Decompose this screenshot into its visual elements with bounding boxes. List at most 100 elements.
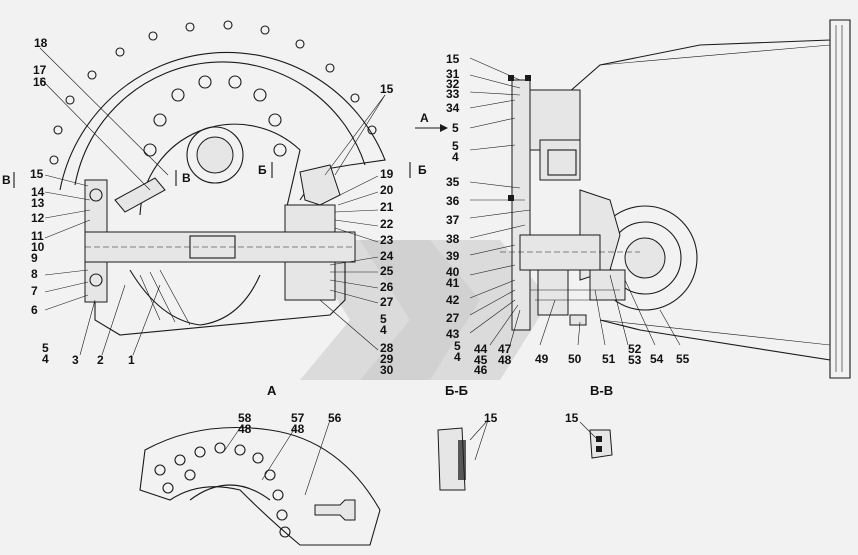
section-marker-b-right: Б bbox=[409, 162, 427, 178]
part-label-58: 58 bbox=[238, 411, 252, 425]
part-label-54: 54 bbox=[650, 352, 664, 366]
svg-text:Б: Б bbox=[418, 163, 427, 177]
left-bearing-lower bbox=[84, 261, 108, 303]
part-label-15: 15 bbox=[446, 52, 460, 66]
view-a-arrow: А bbox=[415, 111, 448, 132]
detail-view-vv bbox=[579, 421, 613, 459]
part-label-24: 24 bbox=[380, 249, 394, 263]
part-label-7: 7 bbox=[31, 284, 38, 298]
flange-stack bbox=[511, 79, 531, 331]
right-bearing-lower bbox=[284, 261, 336, 301]
part-label-55: 55 bbox=[676, 352, 690, 366]
part-label-5: 5 bbox=[454, 339, 461, 353]
view-title-bb: Б-Б bbox=[445, 383, 468, 398]
part-label-28: 28 bbox=[380, 341, 394, 355]
part-label-15: 15 bbox=[565, 411, 579, 425]
part-label-2: 2 bbox=[97, 353, 104, 367]
part-label-25: 25 bbox=[380, 264, 394, 278]
part-label-49: 49 bbox=[535, 352, 549, 366]
part-label-32: 32 bbox=[446, 77, 460, 91]
part-label-40: 40 bbox=[446, 265, 460, 279]
part-label-38: 38 bbox=[446, 232, 460, 246]
part-label-15: 15 bbox=[380, 82, 394, 96]
detail-view-a bbox=[139, 419, 381, 546]
part-label-6: 6 bbox=[31, 303, 38, 317]
part-label-22: 22 bbox=[380, 217, 394, 231]
part-label-27: 27 bbox=[380, 295, 394, 309]
part-label-30: 30 bbox=[380, 363, 394, 377]
part-label-18: 18 bbox=[34, 36, 48, 50]
output-shaft bbox=[519, 234, 601, 271]
section-marker-v-right: В bbox=[175, 170, 191, 186]
part-label-34: 34 bbox=[446, 101, 460, 115]
part-label-1: 1 bbox=[128, 353, 135, 367]
section-marker-b-left: Б bbox=[258, 162, 273, 178]
part-label-36: 36 bbox=[446, 194, 460, 208]
part-label-37: 37 bbox=[446, 213, 460, 227]
view-a-bolts bbox=[154, 442, 291, 538]
svg-text:В: В bbox=[2, 173, 11, 187]
part-label-51: 51 bbox=[602, 352, 616, 366]
part-label-43: 43 bbox=[446, 327, 460, 341]
svg-text:В: В bbox=[182, 171, 191, 185]
part-label-46: 46 bbox=[474, 363, 488, 377]
part-label-21: 21 bbox=[380, 200, 394, 214]
part-label-11: 11 bbox=[31, 229, 44, 243]
part-label-17: 17 bbox=[33, 63, 47, 77]
part-label-57: 57 bbox=[291, 411, 305, 425]
view-title-vv: В-В bbox=[590, 383, 613, 398]
detail-view-bb bbox=[437, 419, 489, 491]
part-label-47: 47 bbox=[498, 342, 512, 356]
part-label-39: 39 bbox=[446, 249, 460, 263]
part-label-56: 56 bbox=[328, 411, 342, 425]
part-label-35: 35 bbox=[446, 175, 460, 189]
svg-text:Б: Б bbox=[258, 163, 267, 177]
cover-bolt-holes bbox=[49, 20, 377, 165]
part-label-31: 31 bbox=[446, 67, 460, 81]
part-label-48: 48 bbox=[238, 422, 252, 436]
part-label-4: 4 bbox=[42, 352, 49, 366]
part-label-26: 26 bbox=[380, 280, 394, 294]
part-label-41: 41 bbox=[446, 276, 460, 290]
part-label-23: 23 bbox=[380, 233, 394, 247]
part-label-45: 45 bbox=[474, 353, 488, 367]
part-label-33: 33 bbox=[446, 87, 460, 101]
part-label-5: 5 bbox=[42, 341, 49, 355]
part-label-48: 48 bbox=[291, 422, 305, 436]
left-leaders bbox=[39, 47, 386, 356]
part-label-5: 5 bbox=[452, 121, 459, 135]
part-label-48: 48 bbox=[498, 353, 512, 367]
part-label-12: 12 bbox=[31, 211, 45, 225]
right-leaders bbox=[469, 57, 681, 346]
part-label-50: 50 bbox=[568, 352, 582, 366]
left-section-view bbox=[49, 20, 386, 336]
part-label-19: 19 bbox=[380, 167, 394, 181]
part-label-10: 10 bbox=[31, 240, 45, 254]
part-label-53: 53 bbox=[628, 353, 642, 367]
flywheel-holes bbox=[143, 75, 287, 157]
part-label-20: 20 bbox=[380, 183, 394, 197]
part-label-4: 4 bbox=[380, 323, 387, 337]
part-label-3: 3 bbox=[72, 353, 79, 367]
part-label-9: 9 bbox=[31, 251, 38, 265]
part-label-4: 4 bbox=[452, 150, 459, 164]
part-label-13: 13 bbox=[31, 196, 45, 210]
part-label-4: 4 bbox=[454, 350, 461, 364]
svg-text:А: А bbox=[420, 111, 429, 125]
part-label-15: 15 bbox=[30, 167, 44, 181]
part-label-8: 8 bbox=[31, 267, 38, 281]
part-label-5: 5 bbox=[452, 139, 459, 153]
part-label-5: 5 bbox=[380, 312, 387, 326]
part-label-16: 16 bbox=[33, 75, 47, 89]
part-label-29: 29 bbox=[380, 352, 394, 366]
section-marker-v-left: В bbox=[2, 172, 15, 188]
part-label-42: 42 bbox=[446, 293, 460, 307]
part-label-15: 15 bbox=[484, 411, 498, 425]
part-label-14: 14 bbox=[31, 185, 45, 199]
right-bearing-upper bbox=[284, 204, 336, 233]
part-label-52: 52 bbox=[628, 342, 642, 356]
right-section-view bbox=[500, 19, 851, 379]
